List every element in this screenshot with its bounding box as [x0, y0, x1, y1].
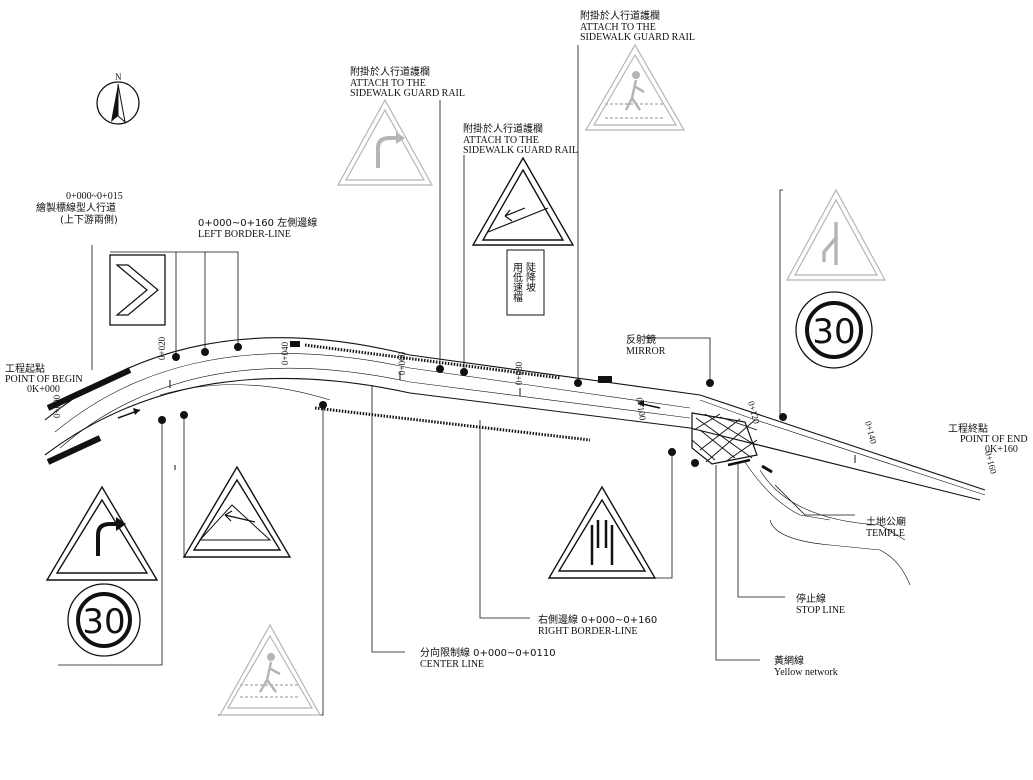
speed-limit-value-bottom: 30 — [82, 602, 125, 642]
guard-rail-3-en1: ATTACH TO THE — [580, 22, 656, 33]
center-line-en: CENTER LINE — [420, 659, 484, 670]
speed-limit-sign-bottom: 30 — [67, 583, 141, 657]
sidewalk-sides: (上下游兩側) — [60, 213, 118, 226]
left-border-cn: 0+000~0+160 左側邊線 — [198, 216, 317, 229]
guard-rail-1-cn: 附掛於人行道護欄 — [350, 65, 430, 78]
temple-label-cn: 土地公廟 — [866, 515, 906, 528]
begin-station: 0K+000 — [27, 384, 60, 395]
steep-sign-text-2: 用低速檔 — [511, 262, 523, 303]
station-0-080: 0+080 — [514, 361, 524, 385]
begin-label-cn: 工程起點 — [5, 362, 45, 375]
station-0-040: 0+040 — [280, 341, 290, 365]
yellow-network-cn: 黃網線 — [774, 654, 804, 667]
temple-label-en: TEMPLE — [866, 528, 905, 539]
left-border-en: LEFT BORDER-LINE — [198, 229, 291, 240]
north-arrow-icon: N — [96, 72, 140, 125]
station-0-020: 0+020 — [157, 336, 167, 360]
steep-descent-sign-bottom — [182, 465, 292, 558]
yellow-network-box — [691, 412, 758, 465]
right-border-cn: 右側邊線 0+000~0+160 — [538, 613, 657, 626]
steep-sign-text-1: 陡降坡 — [524, 262, 536, 293]
curve-warning-sign — [45, 485, 159, 581]
station-markers: 0+000 0+020 0+040 0+060 0+080 0+100 0+12… — [52, 336, 999, 475]
steep-descent-sign — [471, 156, 575, 316]
yellow-network-en: Yellow network — [774, 667, 838, 678]
center-line-cn: 分向限制線 0+000~0+0110 — [420, 646, 556, 659]
station-0-120: 0+120 — [746, 400, 762, 425]
stop-line-en: STOP LINE — [796, 605, 845, 616]
guard-rail-2-en1: ATTACH TO THE — [463, 135, 539, 146]
mirror-label-cn: 反射鏡 — [626, 333, 656, 346]
station-0-140: 0+140 — [863, 420, 879, 445]
lane-narrows-sign — [547, 485, 657, 579]
pedestrian-sign-grey-bottom — [218, 623, 322, 716]
guard-rail-1-en2: SIDEWALK GUARD RAIL — [350, 88, 465, 99]
mirror-label-en: MIRROR — [626, 346, 666, 357]
chevron-sign — [109, 254, 166, 326]
stop-line-cn: 停止線 — [796, 592, 826, 605]
end-label-en: POINT OF END — [960, 434, 1028, 445]
curve-warning-sign-grey — [336, 98, 434, 186]
sidewalk-desc-cn: 繪製標線型人行道 — [36, 201, 116, 214]
annotations: 工程起點 POINT OF BEGIN 0K+000 工程終點 POINT OF… — [5, 9, 1028, 678]
guard-rail-3-en2: SIDEWALK GUARD RAIL — [580, 32, 695, 43]
station-0-000: 0+000 — [52, 394, 62, 418]
side-road-sign-grey — [785, 188, 887, 281]
guard-rail-2-en2: SIDEWALK GUARD RAIL — [463, 145, 578, 156]
north-label: N — [115, 72, 122, 82]
speed-limit-sign-top: 30 — [795, 291, 873, 369]
station-0-100: 0+100 — [634, 397, 648, 422]
pedestrian-sign-grey-top — [584, 43, 686, 131]
right-border-en: RIGHT BORDER-LINE — [538, 626, 638, 637]
station-0-060: 0+060 — [397, 351, 407, 375]
end-label-cn: 工程終點 — [948, 422, 988, 435]
guard-rail-3-cn: 附掛於人行道護欄 — [580, 9, 660, 22]
sidewalk-range: 0+000~0+015 — [66, 191, 123, 202]
begin-label-en: POINT OF BEGIN — [5, 374, 83, 385]
road-geometry — [44, 337, 986, 586]
guard-rail-1-en1: ATTACH TO THE — [350, 78, 426, 89]
leader-lines — [58, 45, 855, 716]
speed-limit-value-top: 30 — [812, 312, 855, 352]
guard-rail-2-cn: 附掛於人行道護欄 — [463, 122, 543, 135]
end-station: 0K+160 — [985, 444, 1018, 455]
sign-posts — [158, 343, 787, 467]
